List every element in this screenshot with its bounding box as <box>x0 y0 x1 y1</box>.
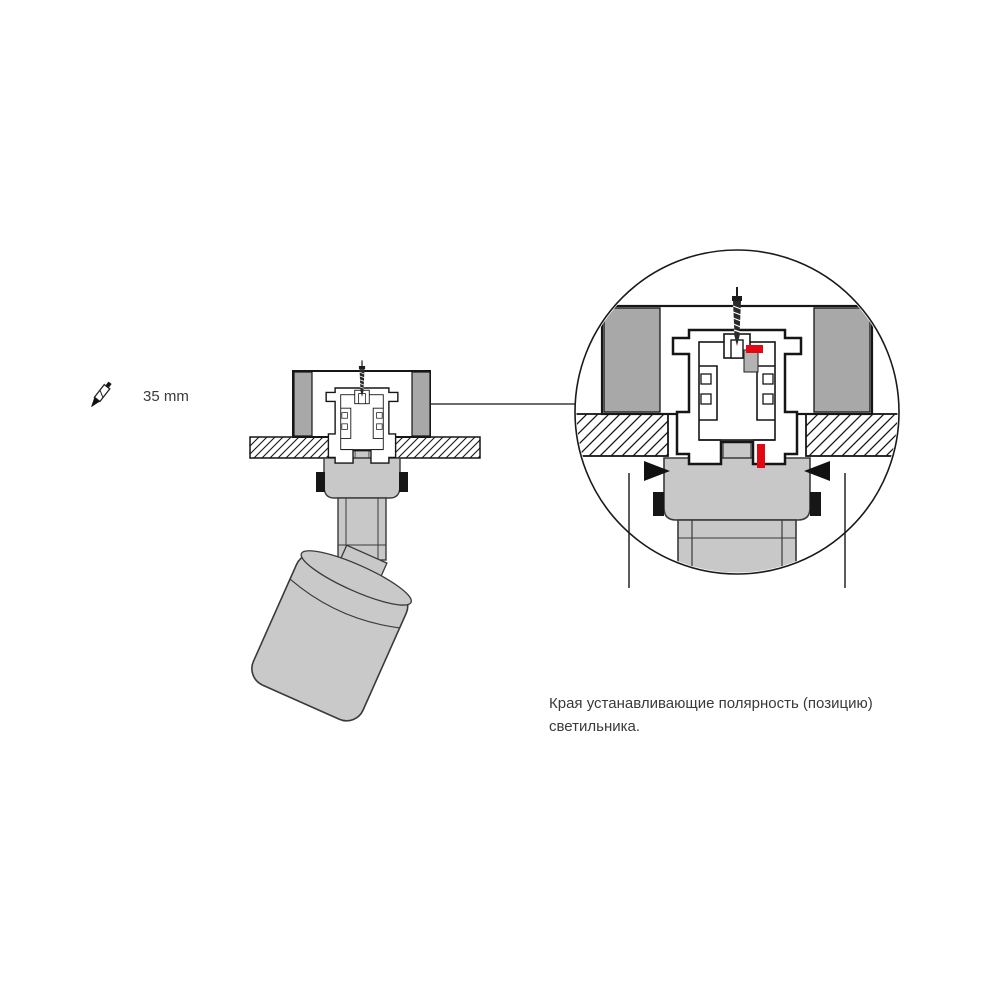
main-view <box>249 359 481 722</box>
depth-label: 35 mm <box>143 388 189 405</box>
polarity-mark-top <box>746 345 763 353</box>
ceiling-hatch-right <box>394 436 481 459</box>
edge-arrow-left <box>644 461 670 481</box>
ceiling-hatch-left-zoom <box>576 413 669 457</box>
detail-view <box>574 249 900 588</box>
recess-wall-right-zoom <box>813 307 871 413</box>
ceiling-hatch-right-zoom <box>805 413 898 457</box>
recess-wall-left <box>293 371 313 437</box>
recess-wall-left-zoom <box>603 307 661 413</box>
adapter-tab-left <box>316 472 325 492</box>
fixture-stem-zoom <box>677 519 797 573</box>
suspension-clip <box>743 349 759 373</box>
polarity-caption: Края устанавливающие полярность (позицию… <box>549 695 873 735</box>
edge-arrow-right <box>804 461 830 481</box>
polarity-mark-bottom <box>757 444 765 468</box>
spotlight-head <box>251 544 412 722</box>
adapter-body <box>323 457 401 499</box>
drill-bit-icon <box>90 381 112 408</box>
adapter-tab-right-zoom <box>810 492 821 516</box>
adapter-body-zoom <box>663 457 811 521</box>
ceiling-hatch-left <box>249 436 331 459</box>
adapter-tab-right <box>399 472 408 492</box>
adapter-tab-left-zoom <box>653 492 664 516</box>
recess-wall-right <box>411 371 431 437</box>
